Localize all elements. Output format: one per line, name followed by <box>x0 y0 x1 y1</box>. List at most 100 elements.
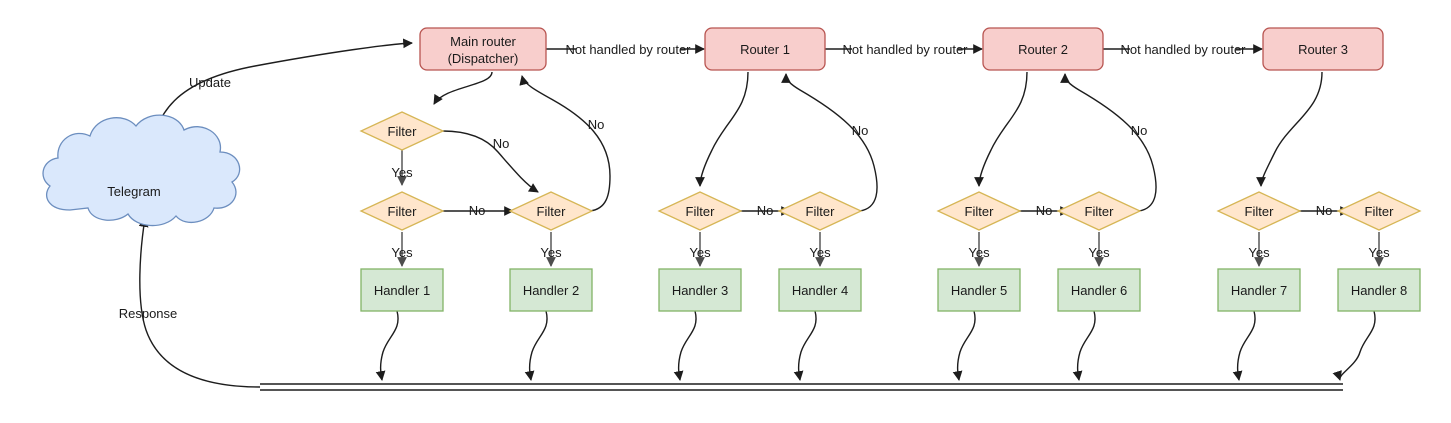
edge-label-response: Response <box>119 306 178 321</box>
filter-2-label: Filter <box>537 204 567 219</box>
filter-7-shape <box>1216 191 1302 231</box>
filter-7-node[interactable]: Filter <box>1216 191 1302 231</box>
main-router-label-line2: (Dispatcher) <box>448 51 519 66</box>
handler-5-label: Handler 5 <box>951 283 1007 298</box>
handler-1-label: Handler 1 <box>374 283 430 298</box>
filter-3-label: Filter <box>686 204 716 219</box>
edge-handler-6-to-bus <box>1072 310 1096 381</box>
edge-label-yes-7: Yes <box>1088 245 1110 260</box>
filter-5-node[interactable]: Filter <box>936 191 1022 231</box>
filter-7-label: Filter <box>1245 204 1275 219</box>
cloud-label: Telegram <box>107 184 160 199</box>
filter-6-label: Filter <box>1085 204 1115 219</box>
edge-filter-6-no-to-router-2 <box>1060 73 1157 212</box>
router-3-node[interactable]: Router 3 <box>1262 27 1384 71</box>
router-1-node[interactable]: Router 1 <box>704 27 826 71</box>
edge-label-yes-4: Yes <box>689 245 711 260</box>
edge-label-no-mid-3: No <box>1316 203 1333 218</box>
edge-filter-2-no-to-mainrouter <box>519 75 611 212</box>
edge-handler-1-to-bus <box>375 310 399 381</box>
router-3-box <box>1262 27 1384 71</box>
handler-5-box <box>937 268 1021 312</box>
edge-handler-4-to-bus <box>793 310 817 381</box>
filter-5-shape <box>936 191 1022 231</box>
filter-4-label: Filter <box>806 204 836 219</box>
router-2-box <box>982 27 1104 71</box>
router-2-label: Router 2 <box>1018 42 1068 57</box>
handler-5-node[interactable]: Handler 5 <box>937 268 1021 312</box>
edge-handler-2-to-bus <box>524 310 548 381</box>
edge-label-no-back-2: No <box>1131 123 1148 138</box>
filter-1-shape <box>359 191 445 231</box>
filter-2-node[interactable]: Filter <box>508 191 594 231</box>
filter-top-main-shape <box>359 111 445 151</box>
filter-top-main-label: Filter <box>388 124 418 139</box>
edge-mainrouter-to-filter-top <box>433 71 493 105</box>
edge-label-yes-5: Yes <box>809 245 831 260</box>
handler-4-node[interactable]: Handler 4 <box>778 268 862 312</box>
main-router-box <box>419 27 547 71</box>
filter-6-node[interactable]: Filter <box>1056 191 1142 231</box>
edge-label-update: Update <box>189 75 231 90</box>
handler-2-box <box>509 268 593 312</box>
handler-1-box <box>360 268 444 312</box>
edge-label-no-back-1: No <box>852 123 869 138</box>
filter-top-main-node[interactable]: Filter <box>359 111 445 151</box>
main-router-label-line1: Main router <box>450 34 516 49</box>
edge-label-yes-6: Yes <box>968 245 990 260</box>
edge-router-2-to-filter-5 <box>974 71 1028 187</box>
router-1-label: Router 1 <box>740 42 790 57</box>
filter-1-label: Filter <box>388 204 418 219</box>
telegram-cloud-node[interactable]: Telegram <box>42 114 241 227</box>
edge-router-3-to-filter-7 <box>1256 71 1323 187</box>
handler-1-node[interactable]: Handler 1 <box>360 268 444 312</box>
filter-8-node[interactable]: Filter <box>1336 191 1422 231</box>
handler-4-box <box>778 268 862 312</box>
edge-label-no-top-main: No <box>493 136 510 151</box>
edge-label-yes-2: Yes <box>391 245 413 260</box>
edge-label-no-back-main: No <box>588 117 605 132</box>
main-router-node[interactable]: Main router (Dispatcher) <box>419 27 547 71</box>
router-3-label: Router 3 <box>1298 42 1348 57</box>
filter-1-node[interactable]: Filter <box>359 191 445 231</box>
handler-4-label: Handler 4 <box>792 283 848 298</box>
handler-7-box <box>1217 268 1301 312</box>
handler-6-node[interactable]: Handler 6 <box>1057 268 1141 312</box>
edge-label-yes-1: Yes <box>391 165 413 180</box>
edge-label-yes-8: Yes <box>1248 245 1270 260</box>
edge-handler-3-to-bus <box>673 310 697 381</box>
handler-7-node[interactable]: Handler 7 <box>1217 268 1301 312</box>
edge-label-yes-3: Yes <box>540 245 562 260</box>
filter-4-node[interactable]: Filter <box>777 191 863 231</box>
handler-2-label: Handler 2 <box>523 283 579 298</box>
handler-7-label: Handler 7 <box>1231 283 1287 298</box>
handler-3-box <box>658 268 742 312</box>
edge-handler-8-to-bus <box>1332 310 1376 381</box>
router-2-node[interactable]: Router 2 <box>982 27 1104 71</box>
edge-label-no-mid-2: No <box>1036 203 1053 218</box>
handler-8-label: Handler 8 <box>1351 283 1407 298</box>
filter-3-node[interactable]: Filter <box>657 191 743 231</box>
filter-8-label: Filter <box>1365 204 1395 219</box>
edge-handler-5-to-bus <box>952 310 976 381</box>
handler-8-node[interactable]: Handler 8 <box>1337 268 1421 312</box>
handler-3-label: Handler 3 <box>672 283 728 298</box>
filter-8-shape <box>1336 191 1422 231</box>
edge-label-no-mid-main: No <box>469 203 486 218</box>
cloud-shape <box>42 114 241 227</box>
edge-filter-top-no-to-filter-2 <box>442 130 539 193</box>
edge-label-no-mid-1: No <box>757 203 774 218</box>
edge-router-1-to-filter-3 <box>695 71 749 187</box>
edge-handler-7-to-bus <box>1232 310 1256 381</box>
filter-5-label: Filter <box>965 204 995 219</box>
edge-label-not-handled-1: Not handled by router <box>565 42 691 57</box>
handler-2-node[interactable]: Handler 2 <box>509 268 593 312</box>
handler-8-box <box>1337 268 1421 312</box>
edge-filter-4-no-to-router-1 <box>781 73 878 212</box>
filter-6-shape <box>1056 191 1142 231</box>
filter-4-shape <box>777 191 863 231</box>
handler-3-node[interactable]: Handler 3 <box>658 268 742 312</box>
edge-label-not-handled-2: Not handled by router <box>842 42 968 57</box>
filter-3-shape <box>657 191 743 231</box>
